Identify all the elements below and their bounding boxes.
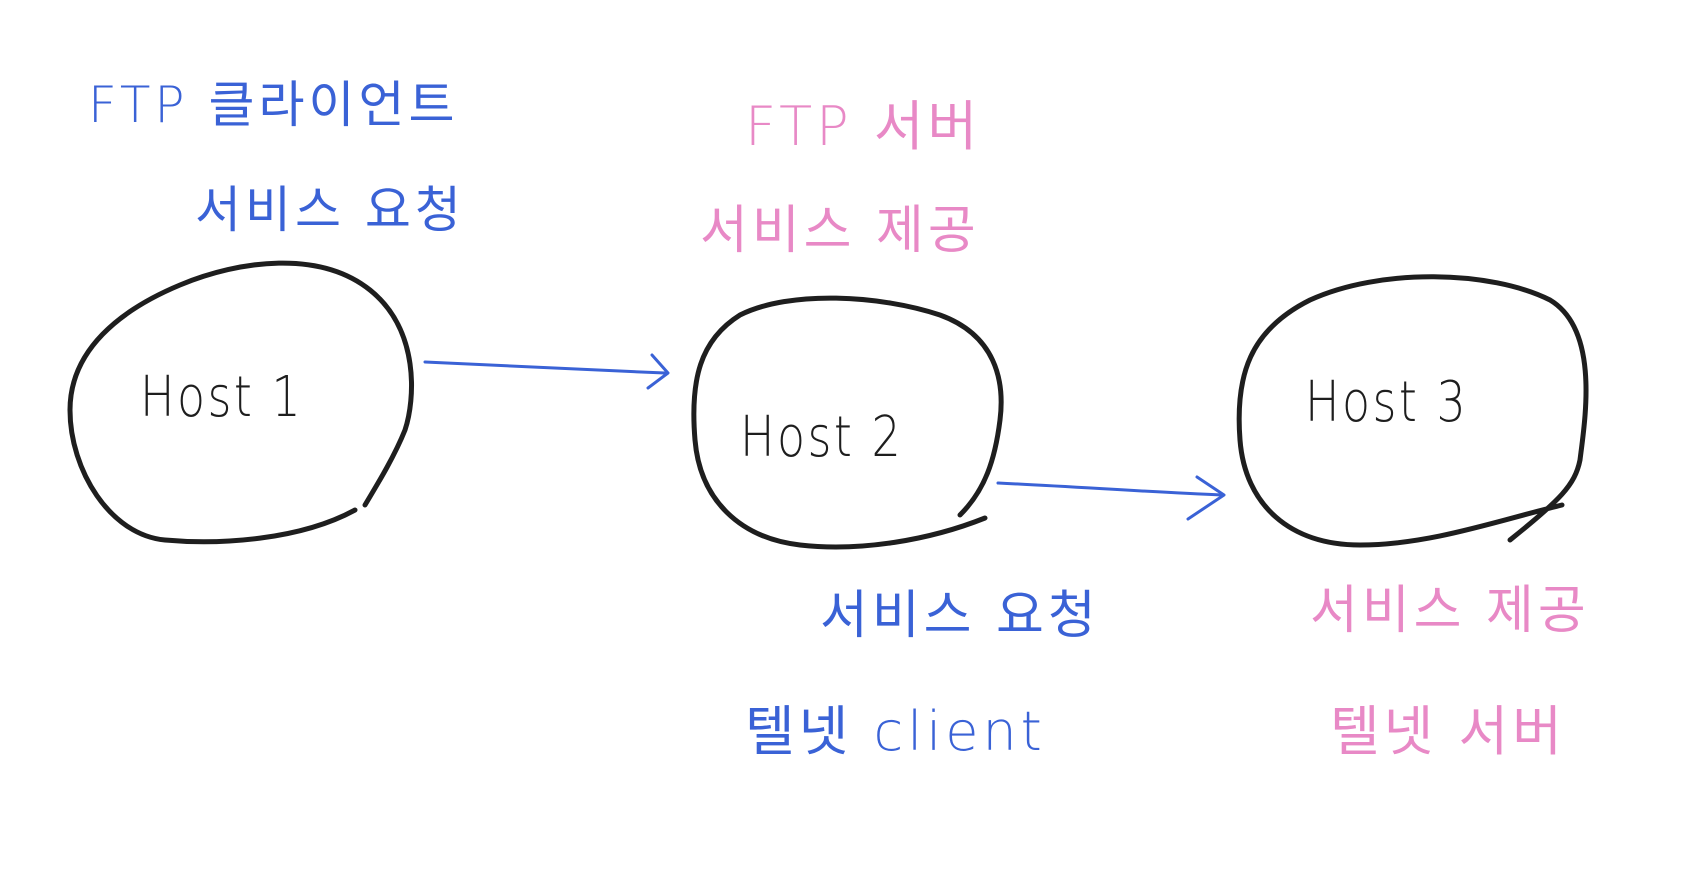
host1-service-request-label: 서비스 요청 [195,181,465,239]
ftp-client-label: FTP 클라이언트 [88,76,459,134]
telnet-client-label: 텔넷 client [745,700,1046,763]
host2-service-provide-label: 서비스 제공 [700,201,980,261]
host-3-label: Host 3 [1305,370,1469,435]
host-3-circle [1236,274,1589,548]
host3-service-provide-label: 서비스 제공 [1310,581,1590,641]
host-1-label: Host 1 [140,365,304,430]
host2-service-request-label: 서비스 요청 [820,586,1100,646]
arrow-head-2 [1186,475,1226,521]
host-2-circle [691,295,1004,550]
arrow-head-1 [646,353,670,390]
telnet-server-label: 텔넷 서버 [1330,700,1566,763]
host-1-circle [67,260,414,545]
arrow-host2-to-host3 [996,481,1224,497]
arrow-host1-to-host2 [423,360,667,375]
host-2-label: Host 2 [740,405,904,470]
ftp-server-label: FTP 서버 [745,95,982,158]
